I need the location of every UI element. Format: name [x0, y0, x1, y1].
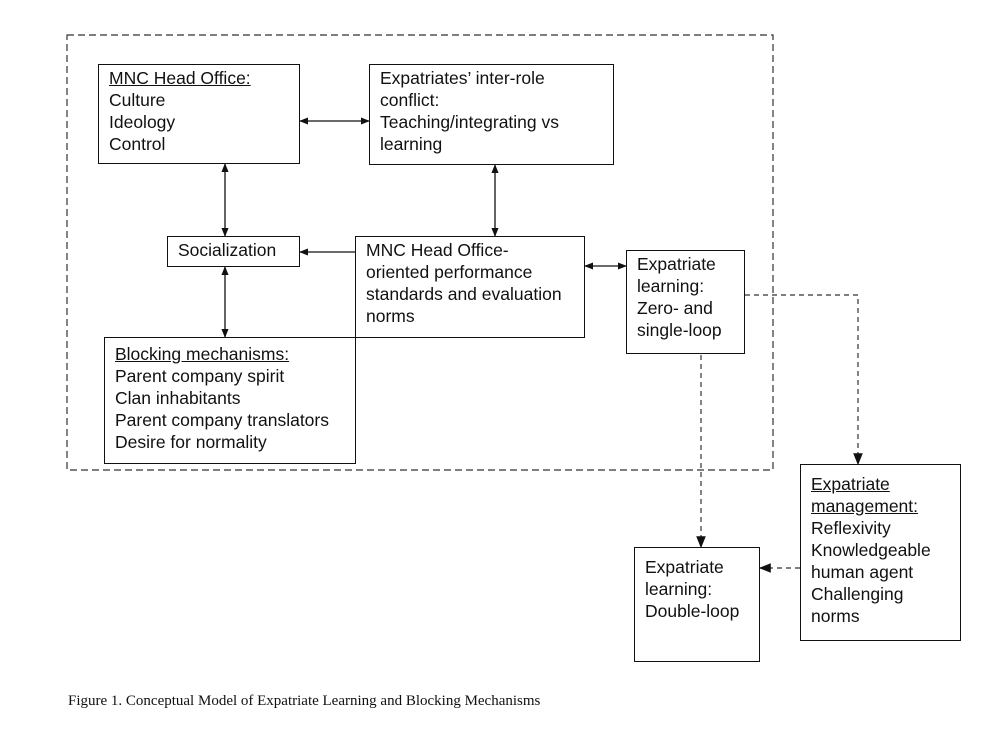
- mnc-head-office-item: Ideology: [109, 112, 176, 132]
- performance-line: oriented performance: [366, 262, 533, 282]
- connector-learning-management: [745, 294, 863, 466]
- expatriate-management-title: Expatriate: [811, 474, 890, 494]
- blocking-mechanisms-box: Blocking mechanisms: Parent company spir…: [104, 337, 356, 464]
- socialization-box: Socialization: [167, 236, 300, 267]
- expatriate-management-box: Expatriate management: Reflexivity Knowl…: [800, 464, 961, 641]
- conflict-line: Teaching/integrating vs: [380, 112, 559, 132]
- socialization-label: Socialization: [178, 240, 277, 260]
- learning-double-line: learning:: [645, 579, 713, 599]
- learning-single-line: learning:: [637, 276, 705, 296]
- performance-line: norms: [366, 306, 415, 326]
- performance-line: standards and evaluation: [366, 284, 562, 304]
- expatriate-management-item: Challenging: [811, 584, 904, 604]
- blocking-mechanism-item: Clan inhabitants: [115, 388, 241, 408]
- expatriate-management-item: Reflexivity: [811, 518, 891, 538]
- expatriate-management-title: management:: [811, 496, 919, 516]
- learning-double-line: Expatriate: [645, 557, 724, 577]
- blocking-mechanism-item: Desire for normality: [115, 432, 267, 452]
- performance-standards-box: MNC Head Office- oriented performance st…: [355, 236, 585, 338]
- conflict-line: learning: [380, 134, 443, 154]
- organization-boundary: [66, 34, 774, 471]
- mnc-head-office-box: MNC Head Office: Culture Ideology Contro…: [98, 64, 300, 164]
- conflict-line: conflict:: [380, 90, 440, 110]
- performance-line: MNC Head Office-: [366, 240, 509, 260]
- expatriate-learning-single-loop-box: Expatriate learning: Zero- and single-lo…: [626, 250, 745, 354]
- mnc-head-office-item: Control: [109, 134, 166, 154]
- learning-single-line: Expatriate: [637, 254, 716, 274]
- expatriate-management-item: norms: [811, 606, 860, 626]
- blocking-mechanisms-title: Blocking mechanisms:: [115, 344, 290, 364]
- inter-role-conflict-box: Expatriates’ inter-role conflict: Teachi…: [369, 64, 614, 165]
- expatriate-learning-double-loop-box: Expatriate learning: Double-loop: [634, 547, 760, 662]
- mnc-head-office-item: Culture: [109, 90, 166, 110]
- expatriate-management-item: Knowledgeable: [811, 540, 931, 560]
- mnc-head-office-title: MNC Head Office:: [109, 68, 251, 88]
- learning-double-line: Double-loop: [645, 601, 740, 621]
- blocking-mechanism-item: Parent company translators: [115, 410, 329, 430]
- figure-caption: Figure 1. Conceptual Model of Expatriate…: [68, 693, 541, 709]
- conflict-line: Expatriates’ inter-role: [380, 68, 545, 88]
- learning-single-line: single-loop: [637, 320, 722, 340]
- blocking-mechanism-item: Parent company spirit: [115, 366, 285, 386]
- learning-single-line: Zero- and: [637, 298, 713, 318]
- expatriate-management-item: human agent: [811, 562, 914, 582]
